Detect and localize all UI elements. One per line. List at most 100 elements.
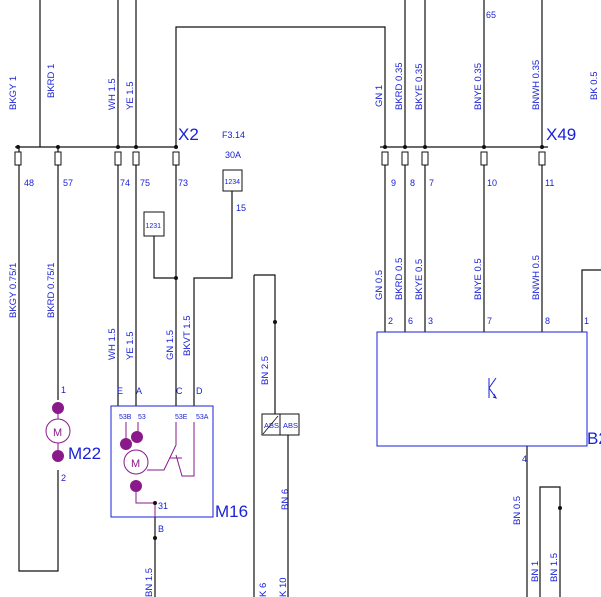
wire-labels: BKGY 1 BKRD 1 WH 1.5 YE 1.5 GN 1 BKRD 0.…	[8, 60, 600, 597]
wire-label-bn6: BN 6	[280, 489, 291, 510]
b2-pin-8: 8	[545, 316, 550, 326]
wire-label-bnye-top: BNYE 0.35	[473, 63, 484, 110]
m16-module	[110, 405, 214, 518]
wire-label-bn15-bottom: BN 1.5	[144, 568, 155, 597]
wire-splice	[153, 236, 176, 279]
splice-box-number: 1231	[146, 223, 162, 230]
wire-label-bkgy-mid: BKGY 0.75/1	[8, 263, 19, 318]
m16-pin-31: 31	[158, 501, 168, 511]
wire-label-bnye-b2: BNYE 0.5	[473, 258, 484, 300]
wire-label-wh-mid: WH 1.5	[107, 328, 118, 360]
m16-internal-wiring	[125, 422, 195, 517]
x2-label: X2	[178, 125, 199, 144]
m22-label: M22	[68, 444, 101, 463]
fuse-label-2: 30A	[225, 150, 241, 160]
b2-pin-6: 6	[408, 316, 413, 326]
m16-label: M16	[215, 502, 248, 521]
wire-label-wh-top: WH 1.5	[107, 78, 118, 110]
abs-left-label: ABS	[264, 421, 279, 430]
wire-label-bn05: BN 0.5	[512, 496, 523, 525]
m22-pin-2: 2	[61, 473, 66, 483]
wire-fuse	[193, 191, 233, 406]
x49-pin-7: 7	[429, 178, 434, 188]
b2-label: B2	[587, 429, 601, 448]
abs-right-label: ABS	[283, 421, 298, 430]
wire-label-ye-mid: YE 1.5	[125, 331, 136, 360]
wire-label-ye-top: YE 1.5	[125, 81, 136, 110]
fuse-label-1: F3.14	[222, 130, 245, 140]
fuse-box	[222, 169, 243, 192]
wire-label-bnwh-b2: BNWH 0.5	[531, 255, 542, 300]
wire-bn-loop	[539, 486, 561, 597]
wire-bk-right	[581, 269, 601, 332]
wire-label-gn-mid: GN 1.5	[165, 330, 176, 360]
m22-symbol: M	[53, 427, 62, 439]
x49-pin-9: 9	[391, 178, 396, 188]
x2-pin-48: 48	[24, 178, 34, 188]
wire-gn-loop	[175, 26, 386, 147]
wire-label-bn25: BN 2.5	[260, 356, 271, 385]
b2-module	[376, 331, 588, 447]
b2-pin-1: 1	[584, 316, 589, 326]
x2-pin-73: 73	[178, 178, 188, 188]
wire-label-k10: K 10	[278, 577, 289, 597]
wire-label-bkrd-b2: BKRD 0.5	[394, 258, 405, 300]
connector-plugs	[14, 151, 546, 166]
m16-dot-4	[153, 501, 157, 505]
wire-label-bnwh-top: BNWH 0.35	[531, 60, 542, 110]
wire-label-gn-top: GN 1	[374, 85, 385, 107]
m22-pin-1: 1	[61, 385, 66, 395]
wire-label-bn15-b2: BN 1.5	[549, 553, 560, 582]
m16-pin-labels: E A C D	[117, 386, 203, 396]
wires	[15, 0, 601, 597]
m16-dot-1	[120, 438, 132, 450]
m16-pin-53e: 53E	[175, 414, 188, 421]
x49-label: X49	[546, 125, 576, 144]
m16-dot-3	[130, 480, 142, 492]
x49-pin-10: 10	[487, 178, 497, 188]
wire-label-bkrd-top: BKRD 1	[46, 64, 57, 98]
m16-pin-e: E	[117, 386, 123, 396]
x2-pin-74: 74	[120, 178, 130, 188]
wire-abs	[254, 274, 276, 414]
x2-pin-75: 75	[140, 178, 150, 188]
m16-pin-d: D	[196, 386, 203, 396]
b2-pin-2: 2	[388, 316, 393, 326]
splice-box	[143, 211, 165, 237]
wire-label-bkye-b2: BKYE 0.5	[414, 259, 425, 300]
top-label-65: 65	[486, 10, 496, 20]
wire-label-bn1-bottom: BN 1	[530, 561, 541, 582]
b2-pin-7: 7	[487, 316, 492, 326]
m16-pin-53a: 53A	[196, 414, 209, 421]
b2-pin-labels: 2 6 3 7 8 1 4	[388, 316, 589, 464]
m16-pin-b: B	[158, 524, 164, 534]
fuse-pin: 15	[236, 203, 246, 213]
m16-pin-a: A	[136, 386, 142, 396]
fuse-box-number: 1234	[225, 179, 241, 186]
connector-pin-labels: 48 57 74 75 73 9 8 7 10 11 65	[24, 10, 554, 188]
connector-bus-dots	[16, 145, 562, 540]
m22-top-dot	[52, 402, 64, 414]
wire-label-bkye-top: BKYE 0.35	[414, 64, 425, 110]
m16-pin-53b: 53B	[119, 414, 132, 421]
wire-label-bk-top: BK 0.5	[589, 71, 600, 100]
m22-bottom-dot	[52, 450, 64, 462]
wire-label-bkvt-mid: BKVT 1.5	[182, 316, 193, 357]
b2-pin-3: 3	[428, 316, 433, 326]
m16-pin-53: 53	[138, 414, 146, 421]
wire-label-k6: K 6	[258, 583, 269, 597]
x2-pin-57: 57	[63, 178, 73, 188]
x49-pin-8: 8	[410, 178, 415, 188]
m16-motor-icon	[123, 449, 149, 475]
x49-pin-11: 11	[545, 178, 554, 188]
m16-symbol: M	[131, 458, 140, 470]
sensor-symbol-icon	[488, 377, 497, 399]
wire-label-bkgy-top: BKGY 1	[8, 76, 19, 110]
wire-label-gn-b2: GN 0.5	[374, 270, 385, 300]
m16-dot-2	[131, 431, 143, 443]
m16-inner-pin-labels: 53B 53 53E 53A	[119, 414, 209, 421]
m16-pin-c: C	[176, 386, 183, 396]
wire-label-bkrd-top2: BKRD 0.35	[394, 62, 405, 110]
b2-pin-4: 4	[522, 454, 527, 464]
